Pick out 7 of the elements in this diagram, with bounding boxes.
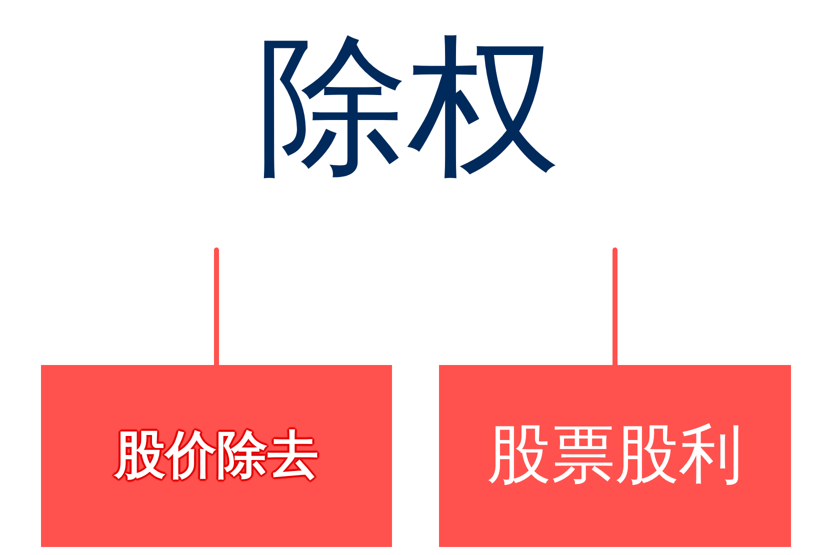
title: 除权	[256, 30, 560, 182]
box-label: 股价除去	[114, 429, 318, 483]
connector-line	[214, 248, 219, 368]
process-box	[439, 365, 791, 547]
process-box	[41, 365, 392, 547]
connector-line	[612, 248, 618, 368]
box-label: 股票股利	[487, 422, 743, 490]
